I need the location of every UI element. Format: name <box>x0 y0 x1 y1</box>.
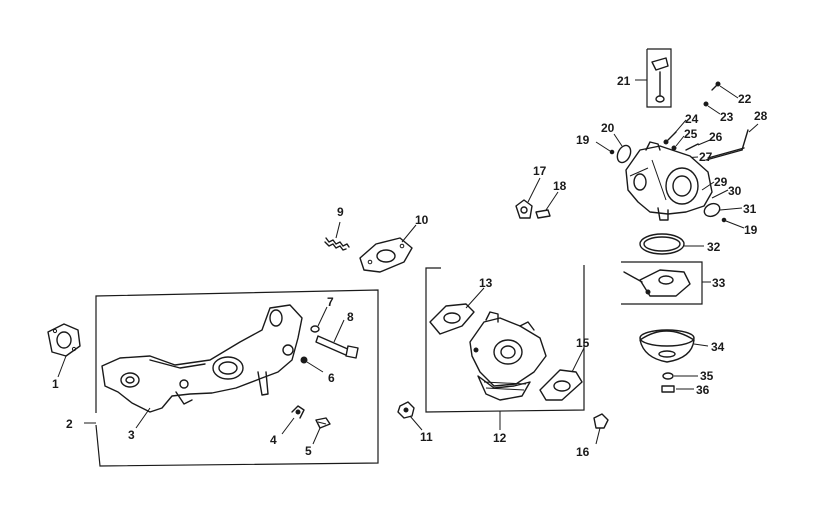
clip-part-4 <box>291 405 305 419</box>
callout-18: 18 <box>553 179 567 193</box>
callout-7: 7 <box>327 295 334 309</box>
callout-22: 22 <box>738 92 752 106</box>
screw-part-19-right <box>721 217 727 223</box>
callout-13: 13 <box>479 276 493 290</box>
gasket-part-35 <box>662 372 674 380</box>
screw-part-5 <box>315 417 331 429</box>
screw-part-22 <box>711 81 721 91</box>
callout-16: 16 <box>576 445 590 459</box>
group-box-manifold <box>95 289 379 467</box>
bolt-part-8 <box>315 335 359 359</box>
callout-11: 11 <box>420 430 433 444</box>
callout-35: 35 <box>700 369 714 383</box>
group-box-carburetor <box>425 265 585 413</box>
nut-part-16 <box>593 413 609 429</box>
callout-4: 4 <box>270 433 277 447</box>
callout-5: 5 <box>305 444 312 458</box>
callout-32: 32 <box>707 240 721 254</box>
callout-31: 31 <box>743 202 757 216</box>
callout-8: 8 <box>347 310 354 324</box>
float-box-part-33 <box>621 261 711 305</box>
washer-part-23 <box>703 101 709 107</box>
float-part-33 <box>623 269 691 297</box>
callout-25: 25 <box>684 127 698 141</box>
nut-part-6 <box>300 356 308 364</box>
choke-shaft-part-28 <box>705 129 749 161</box>
callout-21: 21 <box>617 74 631 88</box>
gasket-part-10 <box>359 237 413 273</box>
throttle-plate-part-31 <box>703 202 721 218</box>
callout-27: 27 <box>699 150 713 164</box>
spring-part-25 <box>671 145 677 151</box>
choke-plate-part-20 <box>616 144 632 164</box>
upper-carburetor-body <box>625 141 713 221</box>
bracket-part-17 <box>515 199 533 219</box>
bowl-nut-part-36 <box>661 385 675 393</box>
callout-1: 1 <box>52 377 59 391</box>
washer-part-7 <box>310 325 320 333</box>
callout-17: 17 <box>533 164 547 178</box>
callout-30: 30 <box>728 184 742 198</box>
choke-lever-part-21 <box>651 57 669 103</box>
intake-manifold-part-3 <box>101 304 303 413</box>
callout-20: 20 <box>601 121 615 135</box>
pin-part-26 <box>685 143 699 151</box>
ring-gasket-part-32 <box>639 233 685 255</box>
callout-3: 3 <box>128 428 135 442</box>
callout-9: 9 <box>337 205 344 219</box>
gasket-part-1 <box>47 323 81 357</box>
callout-34: 34 <box>711 340 725 354</box>
callout-19-right: 19 <box>744 223 758 237</box>
callout-28: 28 <box>754 109 768 123</box>
carburetor-part-12 <box>469 311 547 401</box>
callout-29: 29 <box>714 175 728 189</box>
group-box-choke-lever <box>646 48 672 108</box>
callout-12: 12 <box>493 431 507 445</box>
callout-10: 10 <box>415 213 429 227</box>
callout-26: 26 <box>709 130 723 144</box>
callout-24: 24 <box>685 112 699 126</box>
gasket-part-15 <box>539 369 583 401</box>
callout-6: 6 <box>328 371 335 385</box>
callout-33: 33 <box>712 276 726 290</box>
callout-23: 23 <box>720 110 734 124</box>
callout-2: 2 <box>66 417 73 431</box>
screw-part-18 <box>535 209 551 219</box>
callout-19-left: 19 <box>576 133 590 147</box>
gasket-part-13 <box>429 303 475 335</box>
float-bowl-part-34 <box>639 329 695 363</box>
callout-36: 36 <box>696 383 710 397</box>
washer-part-19-left <box>609 149 615 155</box>
nut-part-11 <box>397 401 415 419</box>
callout-15: 15 <box>576 336 590 350</box>
spring-part-9 <box>324 237 350 251</box>
